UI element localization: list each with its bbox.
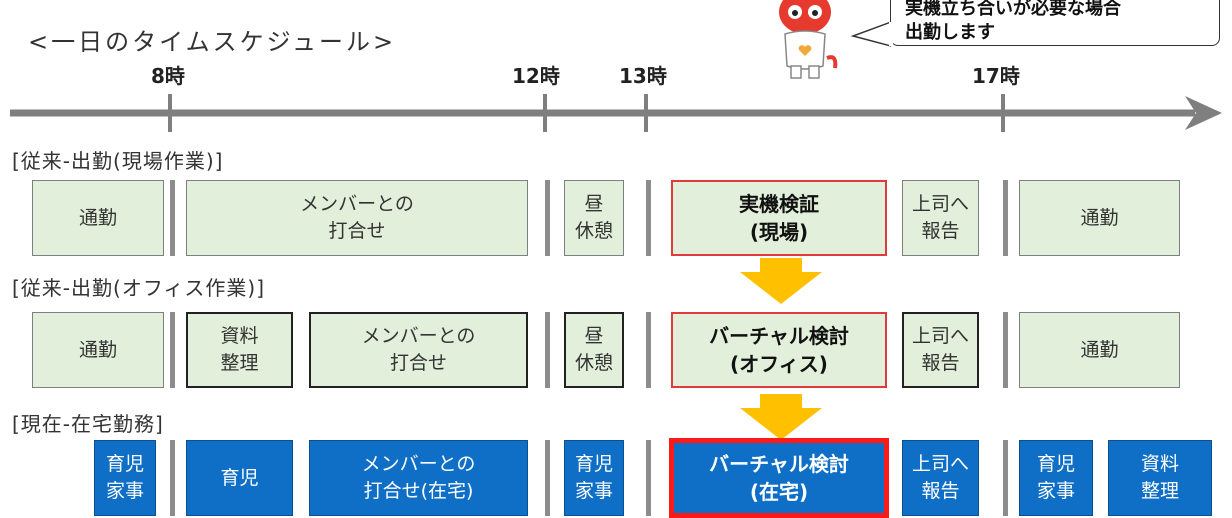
separator (646, 312, 651, 388)
separator (170, 180, 175, 256)
mascot-icon (779, 0, 892, 79)
section-label-remote: [現在-在宅勤務] (12, 412, 164, 436)
block-document-organizing: 資料 整理 (1108, 440, 1212, 516)
section-label-office: [従来-出勤(オフィス作業)] (12, 276, 266, 300)
block-report-to-boss: 上司へ 報告 (902, 440, 979, 516)
block-virtual-review-remote: バーチャル検討 (在宅) (669, 438, 889, 518)
block-childcare-housework: 育児 家事 (1019, 440, 1093, 516)
separator (170, 440, 175, 516)
block-commute: 通勤 (32, 312, 164, 388)
block-onsite-verification: 実機検証 (現場) (671, 180, 887, 256)
section-label-onsite: [従来-出勤(現場作業)] (12, 149, 224, 173)
separator (170, 312, 175, 388)
block-commute: 通勤 (32, 180, 164, 256)
separator (1003, 312, 1008, 388)
timeline-arrow (10, 94, 1222, 132)
separator (545, 312, 550, 388)
separator (545, 440, 550, 516)
hour-label-12: 12時 (512, 64, 560, 88)
block-childcare: 育児 (186, 440, 293, 516)
block-lunch-break: 昼 休憩 (564, 180, 624, 256)
block-childcare-housework: 育児 家事 (564, 440, 624, 516)
separator (545, 180, 550, 256)
block-member-meeting: メンバーとの 打合せ (186, 180, 528, 256)
block-commute: 通勤 (1019, 180, 1180, 256)
callout-line-1: 実機立ち合いが必要な場合 (905, 0, 1121, 19)
block-report-to-boss: 上司へ 報告 (902, 312, 979, 388)
separator (1003, 440, 1008, 516)
page-title: <一日のタイムスケジュール> (28, 28, 397, 56)
block-member-meeting: メンバーとの 打合せ (309, 312, 528, 388)
block-document-organizing: 資料 整理 (186, 312, 293, 388)
separator (646, 180, 651, 256)
block-commute: 通勤 (1019, 312, 1180, 388)
block-report-to-boss: 上司へ 報告 (902, 180, 979, 256)
block-virtual-review-office: バーチャル検討 (オフィス) (671, 312, 887, 388)
hour-label-13: 13時 (619, 64, 667, 88)
block-childcare-housework: 育児 家事 (94, 440, 156, 516)
hour-label-8: 8時 (151, 64, 185, 88)
down-arrow-icon (740, 394, 822, 440)
down-arrow-icon (740, 258, 822, 304)
block-lunch-break: 昼 休憩 (564, 312, 624, 388)
separator (646, 440, 651, 516)
callout-bubble: 実機立ち合いが必要な場合 出勤します (890, 0, 1220, 46)
block-member-meeting-remote: メンバーとの 打合せ(在宅) (309, 440, 528, 516)
hour-label-17: 17時 (972, 64, 1020, 88)
callout-line-2: 出勤します (905, 22, 995, 44)
separator (1003, 180, 1008, 256)
